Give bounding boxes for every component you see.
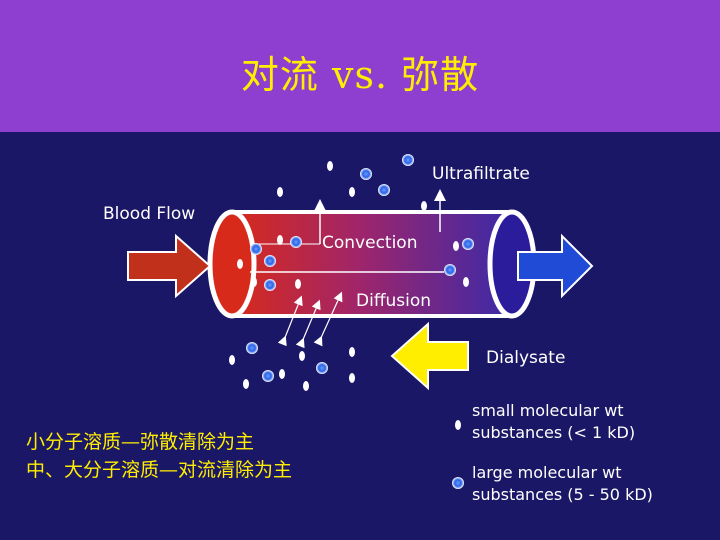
- small-molecules: [229, 161, 469, 430]
- small-molecule: [421, 201, 427, 211]
- small-molecule: [453, 241, 459, 251]
- large-molecule: [246, 342, 258, 354]
- large-molecule: [264, 279, 276, 291]
- note-large-solutes: 中、大分子溶质—对流清除为主: [26, 459, 293, 481]
- small-molecule: [277, 187, 283, 197]
- legend-small-molecules: small molecular wt substances (< 1 kD): [472, 400, 635, 444]
- small-molecule: [463, 277, 469, 287]
- small-molecule: [237, 259, 243, 269]
- legend-large-line2: substances (5 - 50 kD): [472, 485, 653, 504]
- small-molecule: [349, 347, 355, 357]
- title-bar: [0, 0, 720, 132]
- convection-label: Convection: [322, 233, 418, 253]
- dialysate-arrow: [390, 321, 469, 391]
- small-molecule: [243, 379, 249, 389]
- blood-flow-label: Blood Flow: [103, 204, 196, 224]
- large-molecules: [246, 154, 474, 489]
- legend-large-line1: large molecular wt: [472, 463, 622, 482]
- large-molecule: [264, 255, 276, 267]
- diffusion-arrows: [277, 291, 343, 349]
- large-molecule: [290, 236, 302, 248]
- convection-diffusion-diagram: [127, 154, 594, 489]
- large-molecule: [316, 362, 328, 374]
- ultrafiltrate-label: Ultrafiltrate: [432, 164, 530, 184]
- small-molecule: [349, 373, 355, 383]
- small-molecule: [349, 187, 355, 197]
- slide-title: 对流 vs. 弥散: [240, 53, 480, 97]
- legend-small-line2: substances (< 1 kD): [472, 423, 636, 442]
- large-molecule: [262, 370, 274, 382]
- note-small-solutes: 小分子溶质—弥散清除为主: [26, 431, 255, 453]
- small-molecule: [277, 235, 283, 245]
- large-molecule: [444, 264, 456, 276]
- legend-small-line1: small molecular wt: [472, 401, 624, 420]
- clearance-notes: 小分子溶质—弥散清除为主 中、大分子溶质—对流清除为主: [26, 428, 292, 484]
- large-molecule: [402, 154, 414, 166]
- large-molecule: [250, 243, 262, 255]
- legend-large-molecules: large molecular wt substances (5 - 50 kD…: [472, 462, 653, 506]
- diffusion-label: Diffusion: [356, 291, 432, 311]
- small-molecule: [303, 381, 309, 391]
- large-molecule: [378, 184, 390, 196]
- small-molecule: [251, 277, 257, 287]
- dialysate-label: Dialysate: [486, 348, 566, 368]
- small-molecule: [299, 351, 305, 361]
- small-molecule: [279, 369, 285, 379]
- small-molecule: [295, 279, 301, 289]
- large-molecule: [462, 238, 474, 250]
- large-molecule: [360, 168, 372, 180]
- blood-flow-arrow: [127, 233, 212, 299]
- outflow-arrow: [517, 233, 594, 299]
- small-molecule-legend: [455, 420, 461, 430]
- small-molecule: [229, 355, 235, 365]
- large-molecule-legend: [452, 477, 464, 489]
- small-molecule: [327, 161, 333, 171]
